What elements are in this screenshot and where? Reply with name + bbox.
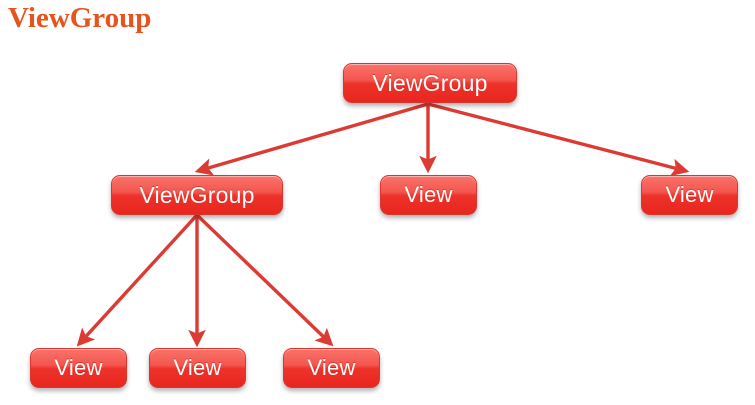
node-root[interactable]: ViewGroup [343,63,517,103]
node-view_d[interactable]: View [149,348,246,388]
node-view_b[interactable]: View [641,175,738,215]
edge-vg2-to-view-e [195,213,334,347]
node-label: ViewGroup [372,69,488,96]
node-vg2[interactable]: ViewGroup [111,175,283,215]
page-title: ViewGroup [8,2,152,34]
edge-root-to-view-b [427,102,690,176]
edge-vg2-to-view-c [76,213,199,347]
node-label: View [404,182,453,207]
node-label: View [307,355,356,380]
node-view_e[interactable]: View [283,348,380,388]
node-view_c[interactable]: View [30,348,127,388]
node-view_a[interactable]: View [380,175,477,215]
node-label: View [665,182,714,207]
node-label: View [54,355,103,380]
node-label: ViewGroup [139,181,255,208]
edge-root-to-vg2 [194,102,429,176]
node-label: View [173,355,222,380]
